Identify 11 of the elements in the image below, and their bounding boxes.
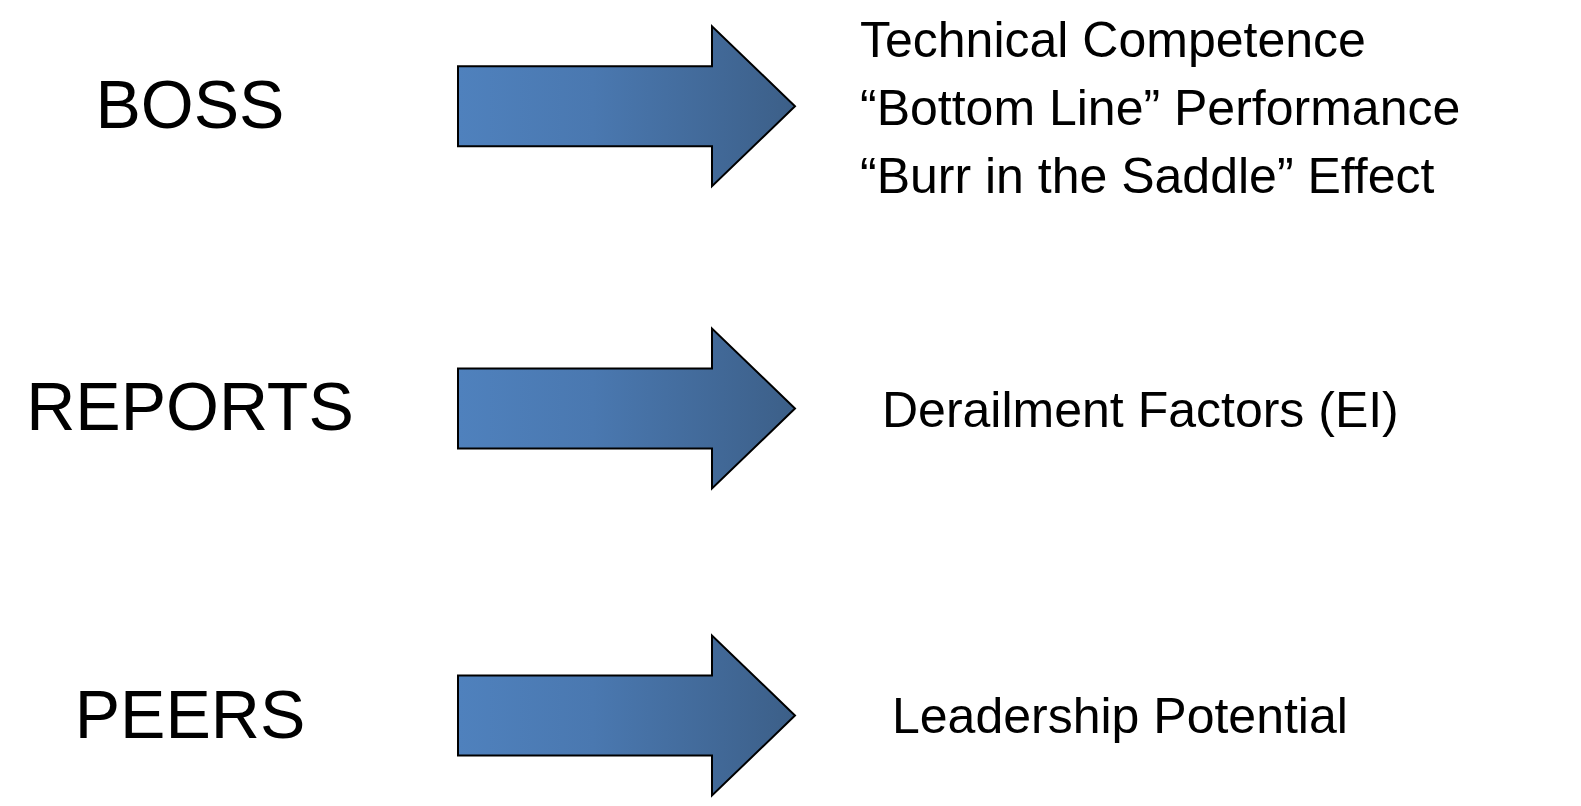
source-label: REPORTS — [25, 367, 355, 447]
block-arrow — [457, 23, 797, 189]
block-arrow — [457, 326, 797, 491]
outcome-text: “Bottom Line” Performance — [860, 78, 1462, 138]
source-label: PEERS — [73, 675, 307, 755]
outcome-text: Derailment Factors (EI) — [882, 381, 1400, 440]
outcome-text: Technical Competence — [860, 10, 1367, 70]
block-arrow — [457, 633, 797, 798]
outcome-text: Leadership Potential — [892, 687, 1349, 746]
source-label: BOSS — [94, 65, 286, 145]
outcome-text: “Burr in the Saddle” Effect — [860, 146, 1436, 206]
